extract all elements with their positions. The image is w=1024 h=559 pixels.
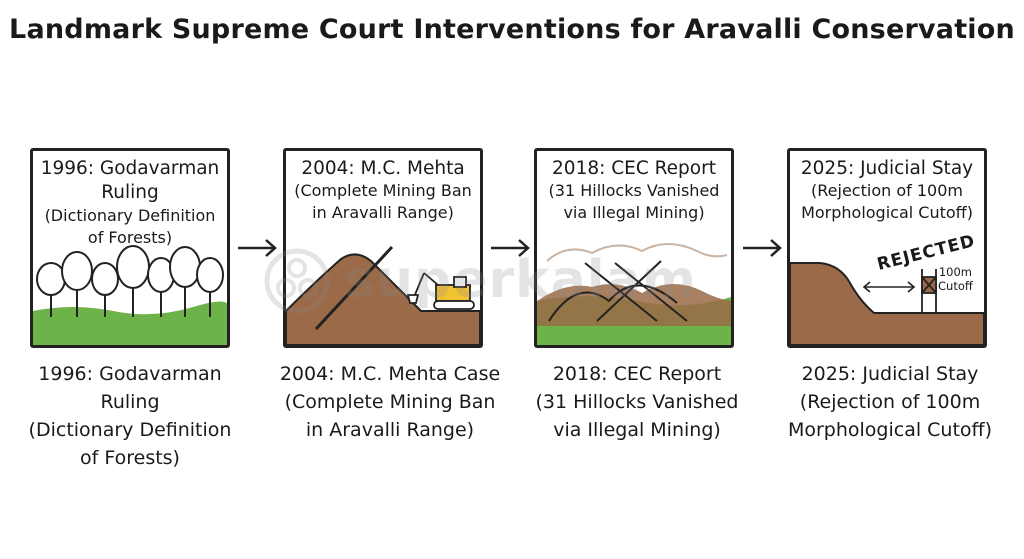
caption-2018: 2018: CEC Report (31 Hillocks Vanished v…	[512, 360, 762, 444]
caption-2-line1: 2004: M.C. Mehta Case	[279, 363, 501, 385]
panel-2-heading: 2004: M.C. Mehta (Complete Mining Ban in…	[286, 157, 480, 224]
hill-shape	[286, 253, 480, 345]
panel-4-heading: 2025: Judicial Stay (Rejection of 100m M…	[790, 157, 984, 224]
caption-2004: 2004: M.C. Mehta Case (Complete Mining B…	[265, 360, 515, 444]
panel-3-subtitle-line1: (31 Hillocks Vanished	[548, 181, 720, 200]
panel-2-title: 2004: M.C. Mehta	[301, 158, 465, 179]
tree-icon	[91, 262, 119, 317]
arrow-right-icon	[491, 239, 530, 257]
faint-hills	[546, 243, 728, 262]
panel-2004-mc-mehta: 2004: M.C. Mehta (Complete Mining Ban in…	[283, 148, 483, 348]
panel-2-subtitle-line1: (Complete Mining Ban	[294, 181, 472, 200]
arrow-right-icon	[743, 239, 782, 257]
panel-3-title: 2018: CEC Report	[552, 158, 716, 179]
caption-2-line2: (Complete Mining Ban	[284, 391, 496, 413]
cutoff-marker-label-line2: Cutoff	[938, 279, 973, 293]
panel-3-heading: 2018: CEC Report (31 Hillocks Vanished v…	[537, 157, 731, 224]
panel-1-title-line1: 1996: Godavarman	[40, 158, 220, 179]
tree-icon	[147, 257, 175, 317]
caption-3-line1: 2018: CEC Report	[552, 363, 722, 385]
cutoff-marker-label-line1: 100m	[938, 265, 972, 279]
tree-icon	[61, 251, 93, 317]
panel-1-subtitle-line2: of Forests)	[87, 228, 173, 247]
caption-4-line3: Morphological Cutoff)	[787, 419, 993, 441]
panel-4-subtitle-line2: Morphological Cutoff)	[801, 203, 973, 222]
excavator-icon	[406, 272, 475, 310]
tree-icon	[116, 245, 150, 317]
panel-2018-cec-report: 2018: CEC Report (31 Hillocks Vanished v…	[534, 148, 734, 348]
panel-1-heading: 1996: Godavarman Ruling (Dictionary Defi…	[33, 157, 227, 249]
mining-ban-illustration	[286, 245, 480, 345]
panel-4-title: 2025: Judicial Stay	[800, 158, 974, 179]
caption-1-line4: of Forests)	[80, 447, 180, 469]
panel-2025-judicial-stay: 2025: Judicial Stay (Rejection of 100m M…	[787, 148, 987, 348]
cutoff-marker-icon	[921, 269, 937, 313]
caption-2-line3: in Aravalli Range)	[305, 419, 475, 441]
panel-2-subtitle-line2: in Aravalli Range)	[312, 203, 454, 222]
tree-icon	[169, 246, 201, 317]
tree-icon	[196, 257, 224, 317]
caption-3-line2: (31 Hillocks Vanished	[535, 391, 739, 413]
crossed-out-hills	[548, 260, 688, 322]
panel-1-title-line2: Ruling	[101, 182, 159, 203]
measure-arrow-icon	[862, 281, 916, 293]
caption-4-line1: 2025: Judicial Stay	[801, 363, 979, 385]
grass-ground	[33, 301, 227, 345]
ban-slash	[314, 245, 394, 331]
caption-1996: 1996: Godavarman Ruling (Dictionary Defi…	[5, 360, 255, 472]
caption-1-line1: 1996: Godavarman	[38, 363, 222, 385]
vanished-hills-illustration	[537, 243, 731, 345]
panel-1996-godavarman: 1996: Godavarman Ruling (Dictionary Defi…	[30, 148, 230, 348]
plateau-shape	[790, 262, 984, 345]
caption-3-line3: via Illegal Mining)	[553, 419, 721, 441]
caption-1-line2: Ruling	[100, 391, 160, 413]
caption-2025: 2025: Judicial Stay (Rejection of 100m M…	[765, 360, 1015, 444]
arrow-right-icon	[238, 239, 277, 257]
cutoff-illustration	[790, 262, 984, 345]
cutoff-marker-label: 100m Cutoff	[938, 265, 973, 293]
panel-3-subtitle-line2: via Illegal Mining)	[563, 203, 705, 222]
panel-1-subtitle-line1: (Dictionary Definition	[44, 206, 216, 225]
forest-illustration	[33, 245, 227, 345]
panel-4-subtitle-line1: (Rejection of 100m	[811, 181, 963, 200]
hill-shape	[537, 283, 731, 326]
caption-4-line2: (Rejection of 100m	[799, 391, 981, 413]
tree-icon	[36, 262, 66, 317]
page-title: Landmark Supreme Court Interventions for…	[9, 14, 1015, 45]
caption-1-line3: (Dictionary Definition	[28, 419, 232, 441]
